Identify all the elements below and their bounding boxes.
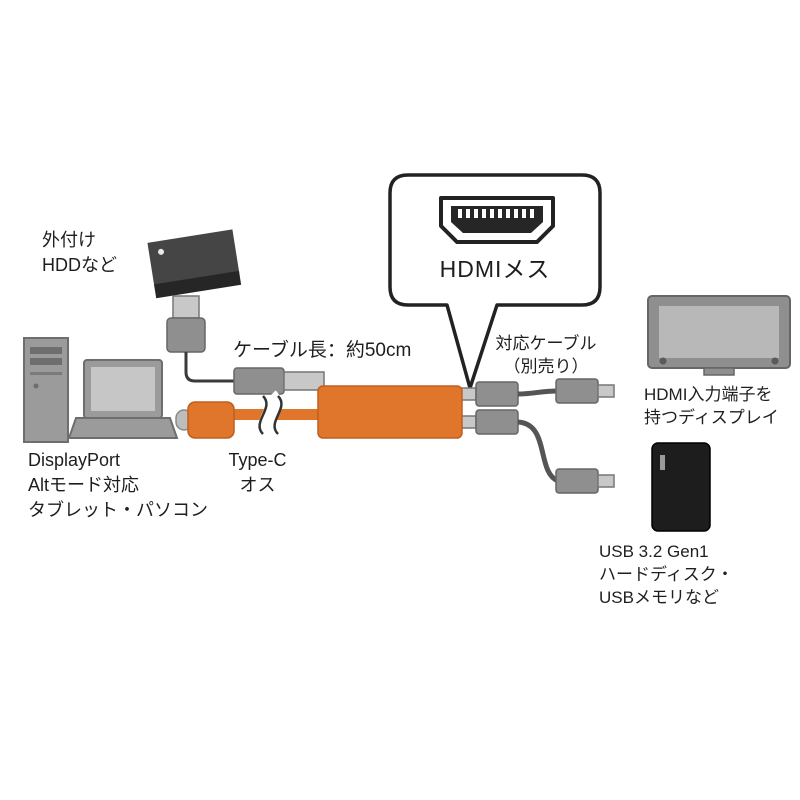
callout-label: HDMIメス [439,256,551,282]
hdmi-callout [388,173,602,390]
label-optional-cable: 対応ケーブル （別売り） [495,334,597,376]
label-source-device: DisplayPort Altモード対応 タブレット・パソコン [28,450,208,520]
hdd-cable [184,352,234,383]
label-display: HDMI入力端子を 持つディスプレイ [644,385,779,427]
laptop-icon [67,359,179,439]
usb-a-plug-icon [233,367,325,395]
type-c-cable-icon [175,401,322,439]
desktop-tower-icon [23,337,69,443]
cable-break-icon [258,390,283,440]
type-c-connector-icon [175,401,235,439]
external-storage-icon [651,442,711,532]
label-usb-storage: USB 3.2 Gen1 ハードディスク・ USBメモリなど [599,542,734,607]
monitor-icon [647,295,791,376]
label-external-hdd: 外付け HDDなど [42,230,117,275]
hdmi-cable-icon [451,378,615,407]
label-type-c: Type-C オス [228,450,287,495]
label-cable-length: ケーブル長：約50cm [233,340,412,361]
usb-cable-icon [451,409,615,494]
external-hdd-icon [147,229,242,383]
hdmi-port-icon [439,196,555,244]
usb-plug-icon [166,295,206,353]
adapter-body-icon [317,385,463,439]
